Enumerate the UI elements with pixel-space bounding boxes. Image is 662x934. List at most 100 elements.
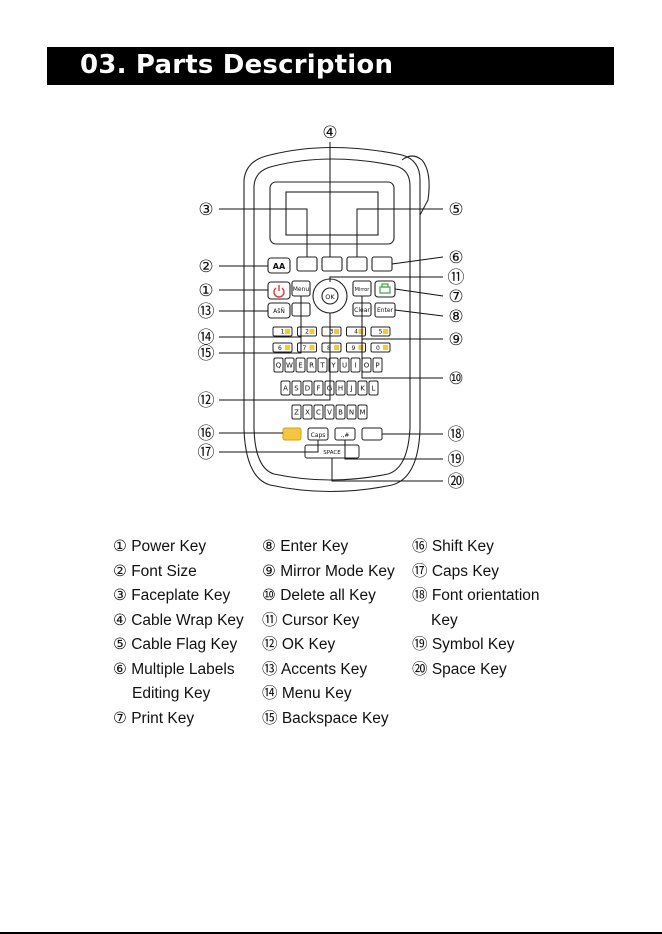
- legend-item: ⑥ Multiple Labels: [113, 658, 244, 683]
- key-t: [317, 357, 328, 373]
- key-label: S: [294, 385, 299, 393]
- key-5: [370, 326, 391, 337]
- legend-item: ⑪ Cursor Key: [262, 609, 395, 634]
- legend-label: Mirror Mode Key: [280, 562, 395, 580]
- legend-label: Enter Key: [280, 538, 349, 555]
- key-label: R: [309, 362, 314, 370]
- legend-number: ③: [113, 587, 127, 604]
- cutter-housing: [401, 155, 430, 216]
- shift-marker: [383, 345, 388, 350]
- key-label: 1: [281, 329, 285, 336]
- key-9: [346, 342, 366, 353]
- key-d: [302, 380, 313, 396]
- legend-item: ⑯ Shift Key: [412, 535, 540, 560]
- legend-item: ③ Faceplate Key: [113, 584, 244, 609]
- key-label: N: [349, 409, 354, 417]
- legend-label: Symbol Key: [431, 636, 515, 653]
- key-4: [346, 326, 366, 337]
- key-i: [350, 357, 361, 373]
- legend-item: ⑱ Font orientation: [412, 584, 540, 609]
- key-m: [357, 404, 368, 420]
- callout-3: ③: [198, 200, 213, 220]
- caps-key-label: Caps: [311, 432, 326, 439]
- page-title: 03. Parts Description: [80, 50, 394, 80]
- legend-item: ⑧ Enter Key: [262, 535, 395, 560]
- key-label: F: [316, 385, 320, 393]
- key-label: Z: [294, 409, 299, 417]
- callout-18: ⑱: [448, 425, 465, 445]
- font-orientation-key: [361, 427, 383, 441]
- legend-label: Power Key: [131, 538, 207, 555]
- legend-number: ⑰: [412, 562, 428, 580]
- legend-item: ⑳ Space Key: [412, 658, 540, 683]
- key-label: P: [375, 362, 379, 370]
- key-label: W: [286, 362, 293, 370]
- legend-number: ②: [113, 562, 127, 580]
- legend-item: ⑮ Backspace Key: [262, 707, 395, 732]
- legend-number: ⑤: [113, 636, 127, 653]
- key-label: O: [364, 362, 370, 370]
- key-7: [297, 342, 317, 353]
- key-label: T: [319, 362, 325, 370]
- key-label: B: [338, 409, 343, 417]
- key-label: L: [372, 385, 376, 393]
- legend-item: ② Font Size: [113, 560, 244, 585]
- key-label: E: [298, 362, 302, 370]
- key-h: [335, 380, 346, 396]
- symbol-key-label: .,#: [341, 432, 350, 439]
- shift-marker: [334, 329, 339, 334]
- legend-item: ④ Cable Wrap Key: [113, 609, 244, 634]
- shift-marker: [309, 345, 315, 350]
- callout-13: ⑬: [198, 302, 215, 322]
- shift-marker: [358, 345, 364, 350]
- key-label: 4: [354, 329, 358, 336]
- shift-marker: [383, 329, 388, 334]
- legend-number: ⑲: [412, 636, 428, 653]
- callout-5: ⑤: [448, 200, 463, 220]
- legend-item: ⑤ Cable Flag Key: [113, 633, 244, 658]
- legend-label: Cable Flag Key: [131, 636, 238, 653]
- key-label: K: [360, 385, 365, 393]
- device-inner-outline: [253, 158, 411, 481]
- key-a: [280, 380, 291, 396]
- callout-17: ⑰: [198, 443, 215, 463]
- legend-label: Cable Wrap Key: [131, 611, 244, 629]
- callout-1: ①: [198, 281, 213, 301]
- key-label: A: [283, 385, 288, 393]
- callout-12: ⑫: [198, 391, 215, 411]
- ok-key: [321, 287, 339, 305]
- legend-number: ④: [113, 611, 127, 629]
- callout-9: ⑨: [448, 330, 463, 350]
- legend-number: ⑳: [412, 660, 428, 678]
- key-label: 9: [352, 345, 356, 352]
- key-l: [368, 380, 379, 396]
- key-label: V: [327, 409, 332, 417]
- multiple-labels-key: [371, 256, 393, 272]
- legend-number: ⑬: [262, 660, 278, 678]
- key-label: U: [342, 362, 347, 370]
- enter-key-label: Enter: [377, 307, 394, 314]
- section-header: 03. Parts Description: [47, 47, 614, 85]
- legend-label: Key: [431, 611, 458, 629]
- callout-11: ⑪: [448, 268, 465, 288]
- key-label: I: [354, 362, 356, 370]
- shift-key: [282, 427, 302, 441]
- shift-marker: [285, 345, 290, 350]
- legend-label: Accents Key: [280, 660, 368, 678]
- legend-item: ⑭ Menu Key: [262, 682, 395, 707]
- screen: [285, 191, 379, 236]
- key-x: [302, 404, 313, 420]
- legend-label: Cursor Key: [281, 611, 360, 629]
- key-label: X: [305, 409, 310, 417]
- key-j: [346, 380, 357, 396]
- key-label: H: [338, 385, 343, 393]
- legend-label: Backspace Key: [281, 709, 389, 727]
- key-label: J: [349, 385, 352, 393]
- shift-marker: [358, 329, 364, 334]
- legend-item: ⑲ Symbol Key: [412, 633, 540, 658]
- key-label: D: [305, 385, 310, 393]
- callout-20: ⑳: [448, 472, 465, 492]
